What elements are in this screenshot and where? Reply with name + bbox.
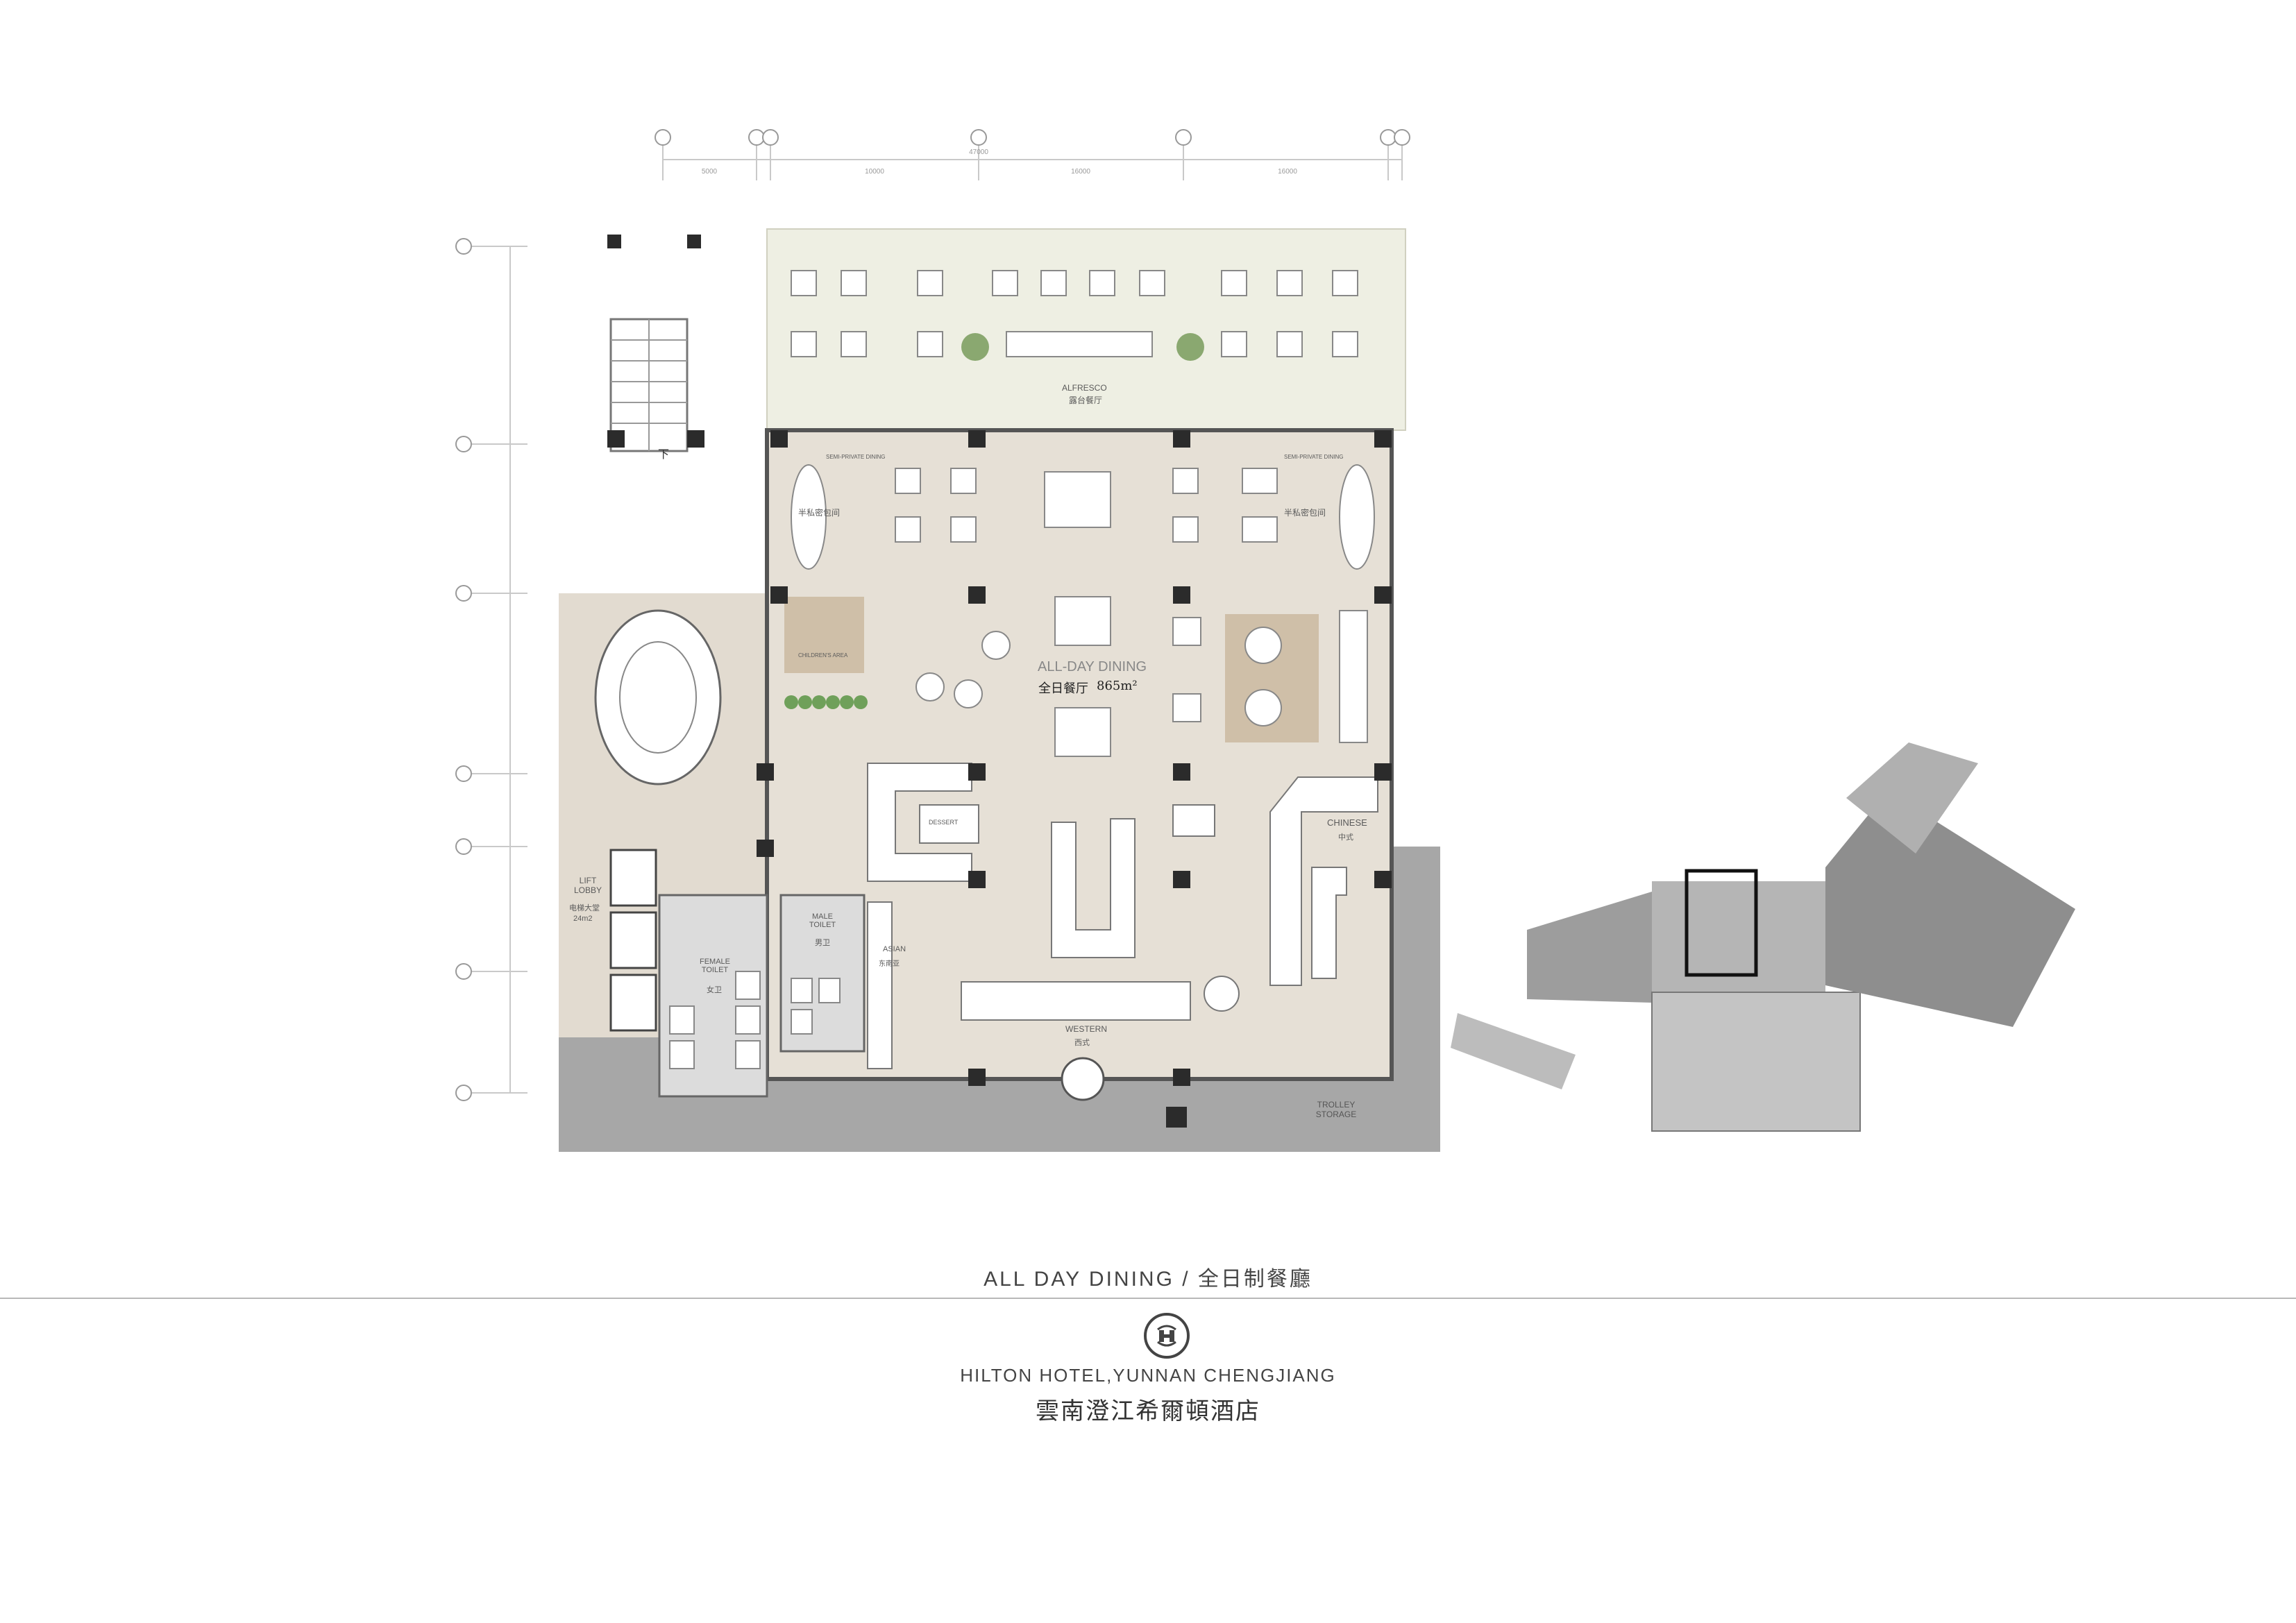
alfresco-label: ALFRESCO	[1062, 383, 1107, 393]
semi-private-left-cn: 半私密包间	[798, 508, 841, 518]
asian-label: ASIAN	[883, 945, 906, 953]
hotel-name-en: HILTON HOTEL,YUNNAN CHENGJIANG	[960, 1365, 1336, 1386]
female-toilet-label: FEMALE TOILET	[699, 958, 730, 974]
semi-private-left-label: SEMI-PRIVATE DINING	[826, 454, 886, 460]
western-label: WESTERN	[1065, 1024, 1107, 1034]
lifts	[609, 849, 657, 1032]
floor-plan: 5000 10000 16000 16000 47000 下	[455, 129, 2075, 1152]
dim-1: 5000	[702, 168, 718, 176]
lift-lobby-area: 24m2	[573, 915, 593, 923]
lift-lobby-label: LIFT LOBBY	[573, 876, 602, 895]
western-label-cn: 西式	[1074, 1038, 1090, 1047]
all-day-dining-label: ALL-DAY DINING	[1038, 659, 1147, 674]
lift-lobby-cn: 电梯大堂	[569, 903, 600, 912]
stair-down-label: 下	[658, 448, 669, 461]
right-service-area	[1388, 847, 1440, 1152]
childrens-area-label: CHILDREN'S AREA	[798, 652, 848, 658]
male-toilet-cn: 男卫	[815, 938, 830, 947]
stair-steps	[611, 319, 687, 451]
alfresco-terrace	[766, 228, 1406, 431]
semi-private-right-cn: 半私密包间	[1284, 508, 1326, 518]
asian-label-cn: 东南亚	[879, 960, 900, 968]
female-toilet-cn: 女卫	[707, 985, 722, 994]
semi-private-tables	[791, 464, 1375, 757]
toilet-stalls	[669, 971, 841, 1069]
all-day-dining-area: 865m²	[1097, 679, 1138, 693]
alfresco-tables	[791, 270, 1358, 357]
round-tables	[915, 627, 1282, 726]
dim-4: 16000	[1278, 168, 1297, 176]
all-day-dining-cn: 全日餐厅	[1038, 681, 1088, 696]
south-column-round	[1061, 1057, 1105, 1101]
buffet-counters	[867, 763, 1378, 1069]
planters	[784, 695, 868, 709]
male-toilet	[779, 894, 866, 1053]
spiral-stair-core	[619, 641, 697, 754]
dessert-label: DESSERT	[929, 819, 959, 826]
drawing-title: ALL DAY DINING / 全日制餐廳	[984, 1268, 1312, 1291]
chinese-label-cn: 中式	[1338, 833, 1353, 842]
columns	[607, 235, 1392, 1128]
grid-bubbles	[455, 129, 1410, 1101]
trees	[961, 333, 1204, 361]
dim-2: 10000	[865, 168, 884, 176]
hilton-logo-icon	[1142, 1311, 1191, 1363]
hotel-name-cn: 雲南澄江希爾頓酒店	[1036, 1397, 1260, 1425]
dim-total: 47000	[969, 148, 988, 156]
trolley-storage-label: TROLLEY STORAGE	[1315, 1100, 1357, 1119]
spiral-stair	[594, 609, 722, 785]
male-toilet-label: MALE TOILET	[809, 912, 836, 929]
chinese-label: CHINESE	[1327, 817, 1367, 828]
childrens-area	[784, 597, 864, 673]
alfresco-label-cn: 露台餐厅	[1069, 396, 1103, 405]
semi-private-right-label: SEMI-PRIVATE DINING	[1284, 454, 1344, 460]
footer-divider	[0, 1298, 2296, 1299]
key-plan	[1451, 742, 2075, 1132]
dim-3: 16000	[1071, 168, 1090, 176]
western-station	[1204, 976, 1240, 1012]
